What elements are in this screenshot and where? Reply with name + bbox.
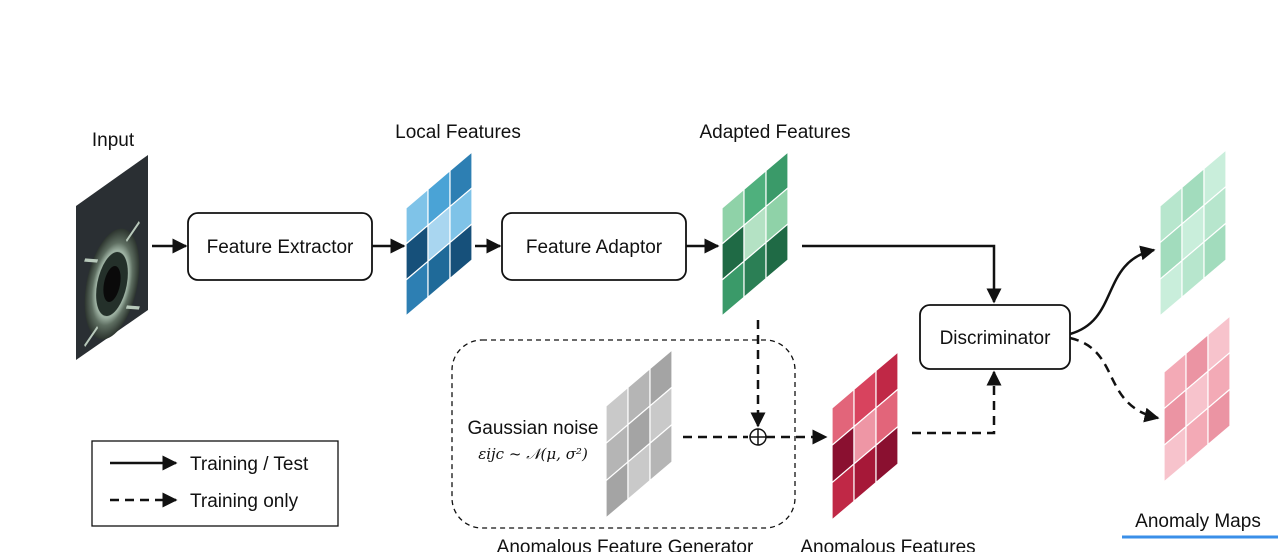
legend-solid-label: Training / Test	[190, 454, 309, 475]
local-features-label: Local Features	[395, 122, 521, 143]
adapted-features-grid	[721, 150, 789, 318]
grid-cell	[649, 423, 673, 482]
input-label: Input	[92, 130, 135, 151]
legend-dashed-label: Training only	[190, 491, 299, 512]
anomaly-map-grid	[1163, 314, 1231, 484]
feature-extractor-label: Feature Extractor	[207, 237, 354, 258]
arrow-adapted-to-discriminator	[802, 244, 1002, 304]
arrow-discriminator-to-normal-map	[1069, 245, 1156, 336]
gaussian-noise-label: Gaussian noise	[468, 418, 599, 439]
local-features-grid	[405, 150, 473, 318]
discriminator-label: Discriminator	[940, 328, 1052, 349]
grid-cell	[1207, 387, 1231, 446]
sum-operator-icon	[749, 428, 767, 446]
anomalous-features-label: Anomalous Features	[800, 537, 975, 552]
anomalous-features-grid	[831, 350, 899, 522]
input-image	[76, 155, 148, 360]
discriminator-box: Discriminator	[919, 304, 1071, 370]
grid-cell	[1203, 221, 1227, 280]
grid-cell	[875, 425, 899, 484]
legend: Training / Test Training only	[91, 440, 339, 527]
feature-adaptor-box: Feature Adaptor	[501, 212, 687, 281]
grid-cell	[449, 222, 473, 280]
feature-adaptor-label: Feature Adaptor	[526, 237, 663, 258]
normal-map-grid	[1159, 148, 1227, 318]
gaussian-noise-grid	[605, 348, 673, 520]
anomalous-feature-generator-label: Anomalous Feature Generator	[497, 537, 754, 552]
arrow-discriminator-to-anomaly-map	[1069, 336, 1160, 423]
feature-extractor-box: Feature Extractor	[187, 212, 373, 281]
noise-formula: εijc ~ 𝒩(μ, σ²)	[478, 445, 588, 463]
arrow-anomalous-to-discriminator	[912, 370, 1002, 435]
adapted-features-label: Adapted Features	[699, 122, 850, 143]
legend-box	[91, 440, 339, 527]
grid-cell	[765, 222, 789, 280]
anomaly-maps-label: Anomaly Maps	[1135, 511, 1261, 532]
